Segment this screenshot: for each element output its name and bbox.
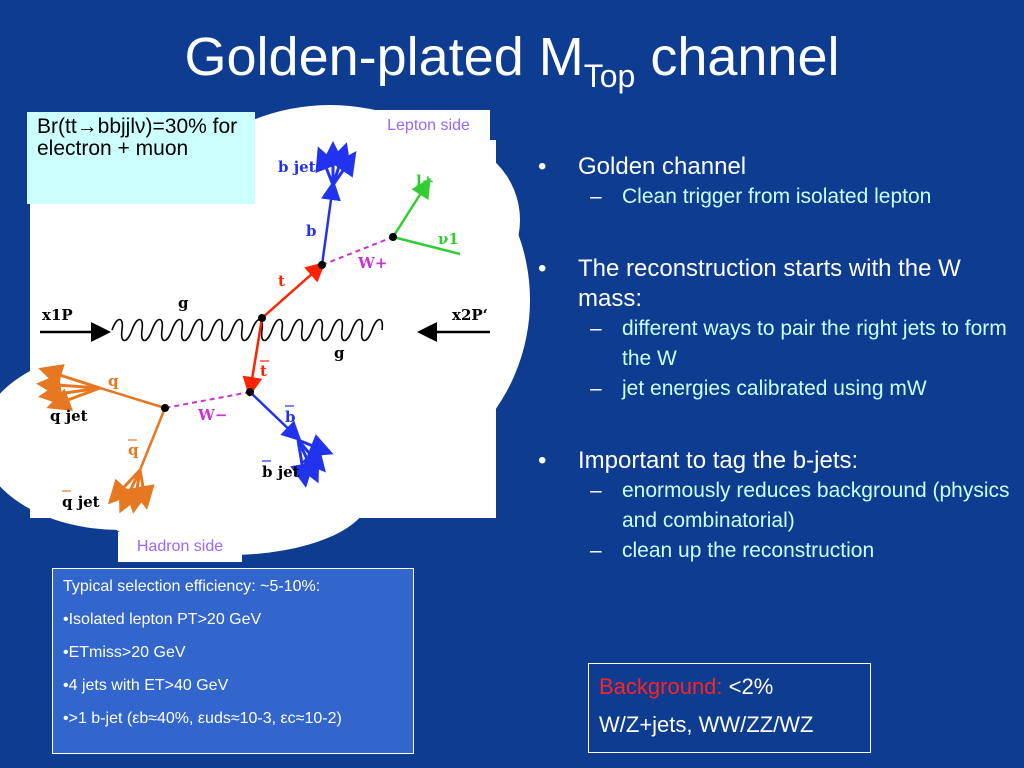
label-q-jet: q jet [50, 407, 88, 425]
selection-line-5: •>1 b-jet (εb≈40%, εuds≈10-3, εc≈10-2) [63, 710, 342, 727]
lepton-side-label: Lepton side [367, 110, 490, 142]
bullet-b-tagging: •Important to tag the b-jets: [538, 447, 859, 474]
bullet-reconstruction: •The reconstruction starts with the W ma… [538, 255, 961, 312]
label-b: b [306, 222, 317, 240]
label-q: q [108, 372, 119, 390]
bullet-list: •Golden channel –Clean trigger from isol… [536, 142, 1016, 566]
background-processes: W/Z+jets, WW/ZZ/WZ [599, 712, 814, 737]
selection-line-1: Typical selection efficiency: ~5-10%: [63, 578, 321, 595]
sub-bullet: –clean up the reconstruction [590, 539, 875, 562]
hadron-side-label: Hadron side [118, 532, 242, 562]
label-w-minus: W− [197, 406, 227, 424]
slide-title: Golden-plated MTop channel [184, 27, 840, 94]
label-g-bottom: g [334, 344, 345, 362]
label-qbar: q [128, 441, 139, 459]
label-nu1: ν1 [438, 230, 459, 248]
label-bbar-jet: b jet [262, 463, 300, 481]
selection-line-4: •4 jets with ET>40 GeV [63, 677, 229, 694]
label-tbar: t [260, 362, 267, 380]
background-value: <2% [722, 674, 774, 699]
label-b-jet-top: b jet [278, 158, 316, 176]
sub-bullet: –different ways to pair the right jets t… [590, 317, 1007, 370]
selection-line-2: •Isolated lepton PT>20 GeV [63, 611, 262, 628]
label-qbar-jet: q jet [62, 493, 100, 511]
label-l-plus: l+ [416, 172, 434, 190]
label-g-top: g [178, 294, 189, 312]
sub-bullet: –jet energies calibrated using mW [590, 377, 927, 400]
sub-bullet: –Clean trigger from isolated lepton [590, 185, 932, 208]
gluon-line [111, 318, 384, 342]
branching-ratio-box: Br(tt→bbjjlν)=30% for electron + muon [27, 112, 255, 204]
sub-bullet: –enormously reduces background (physics … [590, 479, 1010, 532]
label-x1p: x1P [42, 306, 73, 324]
selection-line-3: •ETmiss>20 GeV [63, 644, 186, 661]
label-x2p: x2P‘ [452, 306, 488, 324]
bullet-golden-channel: •Golden channel [538, 153, 747, 180]
label-bbar: b [285, 408, 296, 426]
label-t: t [278, 272, 285, 290]
background-box: Background: <2% W/Z+jets, WW/ZZ/WZ [588, 663, 871, 753]
selection-efficiency-box: Typical selection efficiency: ~5-10%: •I… [52, 568, 414, 754]
label-w-plus: W+ [357, 254, 387, 272]
background-label: Background: [599, 674, 723, 699]
